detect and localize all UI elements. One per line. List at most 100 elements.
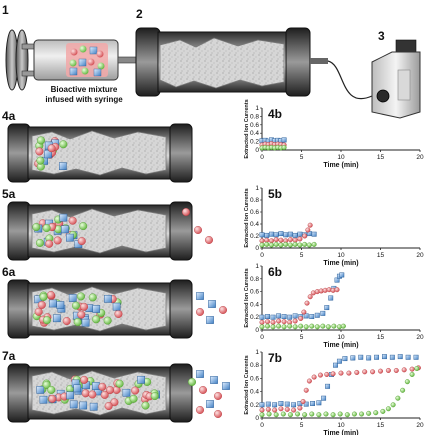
particle-red (106, 386, 115, 395)
data-point (324, 371, 330, 377)
particle-blue (137, 375, 145, 384)
particle-green (71, 301, 80, 310)
data-point (316, 400, 322, 406)
series-red (259, 287, 340, 325)
panel-label-a: 6a (2, 265, 16, 279)
data-point (270, 324, 276, 330)
data-point (303, 313, 309, 319)
y-tick-label: 0.8 (250, 362, 259, 369)
y-axis-title: Extracted Ion Currents (244, 268, 250, 327)
data-point (273, 232, 279, 238)
particle-green (32, 223, 41, 232)
eluted-particle-red (198, 386, 207, 395)
y-axis-title: Extracted Ion Currents (244, 188, 250, 247)
data-point (273, 241, 279, 247)
data-point (298, 315, 304, 321)
data-point (292, 324, 298, 330)
data-point (320, 310, 326, 316)
data-point (333, 362, 338, 368)
data-point (298, 323, 304, 329)
y-tick-label: 0.4 (250, 221, 259, 228)
particle-blue (61, 225, 69, 234)
data-point (307, 294, 313, 300)
y-tick-label: 0.8 (250, 197, 259, 204)
y-tick-label: 0.2 (250, 139, 259, 146)
data-point (265, 314, 270, 320)
x-tick-label: 0 (260, 154, 264, 161)
particle-green (42, 380, 51, 389)
data-point (339, 272, 345, 278)
data-point (287, 237, 293, 243)
particle-red (88, 390, 97, 399)
data-point (297, 231, 303, 237)
data-point (297, 236, 303, 242)
y-tick-label: 1 (255, 263, 259, 270)
data-point (259, 232, 265, 238)
particle-green (103, 316, 112, 325)
x-tick-label: 5 (300, 422, 304, 429)
syringe-needle (117, 56, 139, 64)
eluted-particle-red (195, 406, 204, 415)
data-point (350, 355, 356, 361)
eluted-particle-blue (210, 376, 218, 384)
data-point (281, 324, 287, 330)
eluted-particle-blue (208, 300, 216, 308)
particle-blue (49, 299, 57, 308)
particle-red (131, 386, 140, 395)
y-tick-label: 0.8 (250, 113, 259, 120)
data-point (344, 412, 350, 418)
particle-red (100, 390, 109, 399)
particle-blue (68, 294, 77, 302)
particle-blue (56, 301, 65, 309)
data-point (334, 287, 340, 293)
data-point (259, 412, 265, 418)
data-point (309, 314, 315, 320)
column-cap-left (7, 201, 31, 261)
particle-red (110, 398, 119, 407)
y-axis-title: Extracted Ion Currents (244, 99, 250, 158)
particle-red (114, 309, 123, 318)
data-point (314, 324, 320, 330)
particle-red (81, 389, 90, 398)
chart-panel-label: 6b (268, 265, 282, 279)
particle-green (36, 156, 45, 165)
data-point (385, 367, 391, 373)
data-point (270, 319, 276, 325)
x-axis-title: Time (min) (323, 260, 358, 267)
data-point (311, 241, 317, 247)
y-tick-label: 1 (255, 349, 259, 356)
x-tick-label: 5 (300, 154, 304, 161)
particle-green (73, 318, 82, 327)
data-point (300, 399, 306, 405)
data-point (373, 410, 379, 416)
particle-green (37, 136, 46, 145)
data-point (385, 406, 391, 412)
eluted-particle-red (195, 308, 204, 317)
particle-blue (66, 233, 74, 242)
series-green (259, 323, 346, 330)
data-point (278, 231, 284, 237)
particle-red (53, 236, 62, 245)
data-point (276, 313, 282, 319)
data-point (323, 411, 329, 417)
data-point (302, 412, 308, 418)
y-tick-label: 0.6 (250, 122, 259, 129)
data-point (303, 387, 309, 393)
data-point (281, 314, 287, 320)
particle-blue (36, 386, 45, 394)
particle-green (42, 224, 51, 233)
ms-body (371, 51, 421, 119)
data-point (303, 401, 309, 407)
particle-blue (66, 391, 74, 400)
eluted-particle-red (181, 207, 190, 216)
particle-green (115, 379, 124, 388)
column-cap-left (7, 279, 31, 339)
column-panel-5: 5a (2, 187, 213, 261)
column-cap-right (285, 27, 311, 97)
x-axis-title: Time (min) (323, 430, 358, 435)
data-point (276, 323, 282, 329)
series-green (259, 241, 317, 248)
data-point (409, 366, 415, 372)
particle-blue (92, 305, 101, 313)
